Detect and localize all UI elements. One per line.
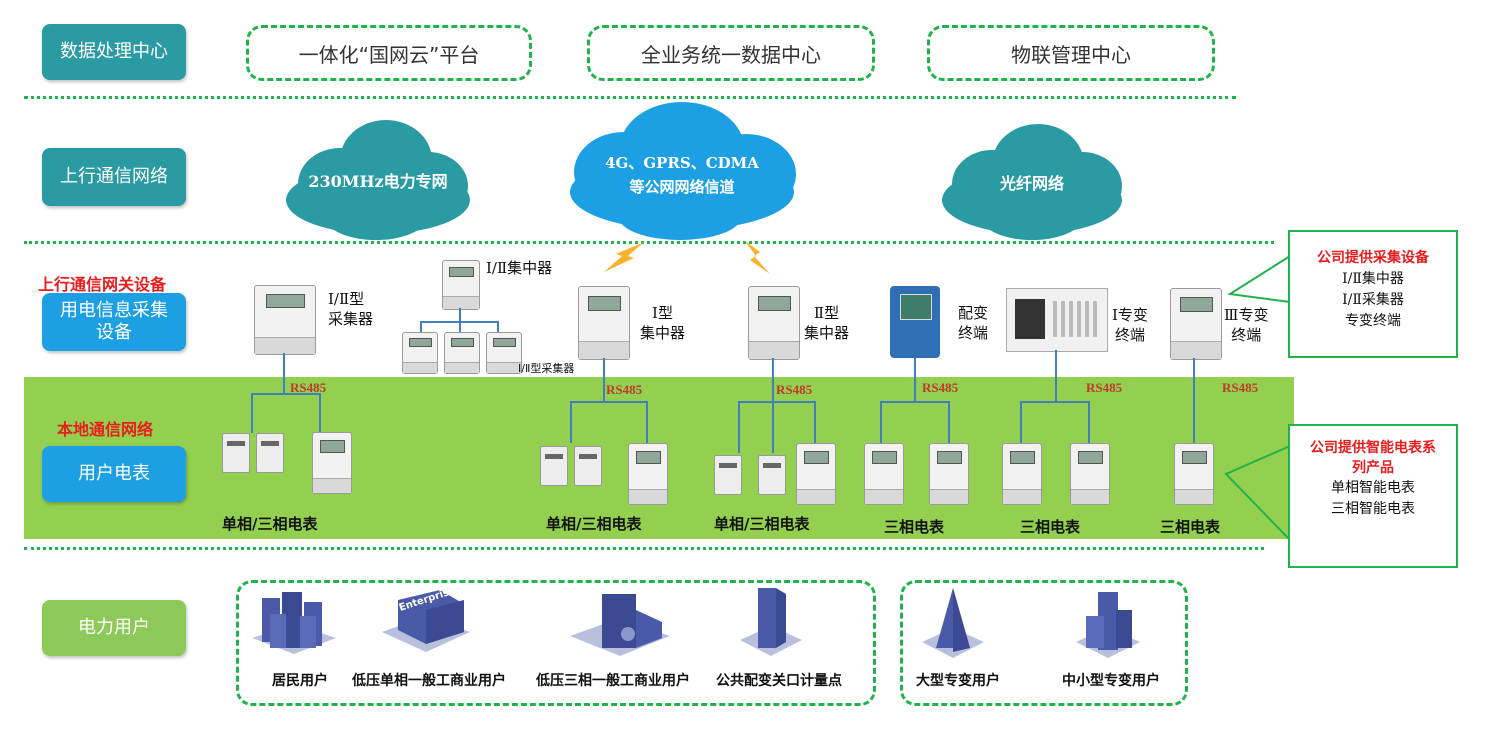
- separator-1: [24, 96, 1236, 99]
- rs485-label: RS485: [1222, 380, 1259, 395]
- public-tower-icon: [740, 588, 802, 656]
- layer-users-label: 电力用户: [78, 617, 150, 638]
- single-phase-meter-icon: [714, 455, 742, 495]
- layer-meters: 用户电表: [42, 446, 186, 502]
- user-lv-single: 低压单相一般工商业用户: [352, 673, 506, 689]
- three-phase-meter-icon: [1002, 443, 1042, 505]
- special-terminal-3-label: Ⅲ专变 终端: [1224, 306, 1269, 344]
- layer-users: 电力用户: [42, 600, 186, 656]
- dist-terminal-label: 配变 终端: [958, 304, 989, 342]
- user-public-transformer: 公共配变关口计量点: [716, 673, 842, 689]
- cloud-fiber-label: 光纤网络: [999, 174, 1064, 193]
- single-phase-meter-icon: [758, 455, 786, 495]
- cloud-public-line1: 4G、GPRS、CDMA: [605, 154, 759, 172]
- rs485-label: RS485: [290, 380, 327, 395]
- local-red-label: 本地通信网络: [57, 420, 154, 439]
- cloud-public-line2: 等公网网络信道: [629, 178, 735, 196]
- separator-3: [24, 547, 1264, 550]
- special-terminal-1-label: Ⅰ专变 终端: [1112, 306, 1148, 344]
- callout-b-title: 公司提供智能电表系 列产品: [1310, 440, 1436, 476]
- users-group-special: [900, 580, 1188, 706]
- callout-a-title: 公司提供采集设备: [1317, 250, 1429, 266]
- three-phase-meter-icon: [1070, 443, 1110, 505]
- three-phase-meter-icon: [1174, 443, 1214, 505]
- three-phase-meter-icon: [796, 443, 836, 505]
- separator-2: [24, 241, 1274, 244]
- rs485-label: RS485: [1086, 380, 1123, 395]
- single-phase-meter-icon: [540, 446, 568, 486]
- lightning-icon: [744, 240, 770, 274]
- dist-terminal-icon: [890, 286, 940, 358]
- special-terminal-3-icon: [1170, 288, 1222, 360]
- users-group-low-voltage: [236, 580, 876, 706]
- layer-collection-label: 用电信息采集 设备: [60, 300, 168, 343]
- concentrator-2-icon: [748, 286, 800, 360]
- meter-label-3: 单相/三相电表: [714, 515, 810, 533]
- platform-guowang-cloud: 一体化“国网云”平台: [246, 25, 532, 81]
- small-collector-icon: [444, 332, 480, 374]
- meter-label-2: 单相/三相电表: [546, 515, 642, 533]
- platform-unified-data: 全业务统一数据中心: [587, 25, 875, 81]
- three-phase-meter-icon: [628, 443, 668, 505]
- lightning-icon: [604, 242, 644, 272]
- callout-a-line3: 专变终端: [1345, 313, 1401, 329]
- cloud-public: [570, 102, 796, 240]
- three-phase-meter-icon: [864, 443, 904, 505]
- manufacture-building-icon: [570, 594, 670, 656]
- callout-b-pointer: [1224, 445, 1291, 541]
- enterprise-building-icon: [382, 590, 470, 652]
- large-tower-icon: [922, 588, 984, 658]
- meter-label-6: 三相电表: [1160, 518, 1221, 536]
- callout-a-line2: Ⅰ/Ⅱ采集器: [1342, 292, 1404, 308]
- layer-uplink-label: 上行通信网络: [60, 166, 168, 187]
- rs485-label: RS485: [776, 382, 813, 397]
- small-collector-label: Ⅰ/Ⅱ型采集器: [518, 362, 575, 375]
- user-medium-special: 中小型专变用户: [1062, 673, 1160, 689]
- rs485-label: RS485: [922, 380, 959, 395]
- cloud-230mhz: [286, 120, 470, 240]
- small-collector-icon: [402, 332, 438, 374]
- three-phase-meter-icon: [929, 443, 969, 505]
- single-phase-meter-icon: [222, 433, 250, 473]
- rs485-label: RS485: [606, 382, 643, 397]
- concentrator-1-icon: [578, 286, 630, 360]
- layer-collection: 用电信息采集 设备: [42, 293, 186, 351]
- meter-label-4: 三相电表: [884, 518, 945, 536]
- cloud-230mhz-label: 230MHz电力专网: [308, 172, 448, 191]
- medium-tower-icon: [1076, 592, 1140, 658]
- meter-label-1: 单相/三相电表: [222, 515, 318, 533]
- platform-unified-data-label: 全业务统一数据中心: [641, 42, 821, 67]
- cloud-fiber: [942, 124, 1122, 240]
- callout-a-line1: Ⅰ/Ⅱ集中器: [1342, 271, 1404, 287]
- callout-a-pointer: [1227, 255, 1291, 303]
- user-large-special: 大型专变用户: [916, 673, 1000, 689]
- platform-guowang-cloud-label: 一体化“国网云”平台: [298, 42, 480, 67]
- callout-meters: 公司提供智能电表系 列产品 单相智能电表 三相智能电表: [1288, 424, 1458, 568]
- gateway-red-label: 上行通信网关设备: [38, 275, 167, 294]
- layer-data-center-label: 数据处理中心: [60, 41, 168, 62]
- concentrator-top-icon: [442, 260, 480, 310]
- residential-building-icon: [252, 592, 336, 654]
- callout-b-line1: 单相智能电表: [1331, 480, 1415, 496]
- meter-label-5: 三相电表: [1020, 518, 1081, 536]
- special-terminal-1-icon: [1006, 288, 1108, 352]
- collector-device-icon: [254, 285, 316, 355]
- three-phase-meter-icon: [312, 432, 352, 494]
- concentrator-top-label: Ⅰ/Ⅱ集中器: [486, 259, 553, 277]
- collector-label: Ⅰ/Ⅱ型 采集器: [328, 290, 374, 328]
- user-residential: 居民用户: [272, 673, 328, 689]
- callout-b-line2: 三相智能电表: [1331, 501, 1415, 517]
- platform-iot-mgmt: 物联管理中心: [927, 25, 1215, 81]
- layer-meters-label: 用户电表: [78, 463, 150, 484]
- platform-iot-mgmt-label: 物联管理中心: [1011, 42, 1131, 67]
- callout-collection: 公司提供采集设备 Ⅰ/Ⅱ集中器 Ⅰ/Ⅱ采集器 专变终端: [1288, 230, 1458, 358]
- concentrator-1-label: Ⅰ型 集中器: [640, 304, 686, 342]
- single-phase-meter-icon: [256, 433, 284, 473]
- user-lv-three: 低压三相一般工商业用户: [536, 673, 690, 689]
- single-phase-meter-icon: [574, 446, 602, 486]
- small-collector-icon: [486, 332, 522, 374]
- layer-data-center: 数据处理中心: [42, 24, 186, 80]
- concentrator-2-label: Ⅱ型 集中器: [804, 304, 850, 342]
- layer-uplink: 上行通信网络: [42, 148, 186, 206]
